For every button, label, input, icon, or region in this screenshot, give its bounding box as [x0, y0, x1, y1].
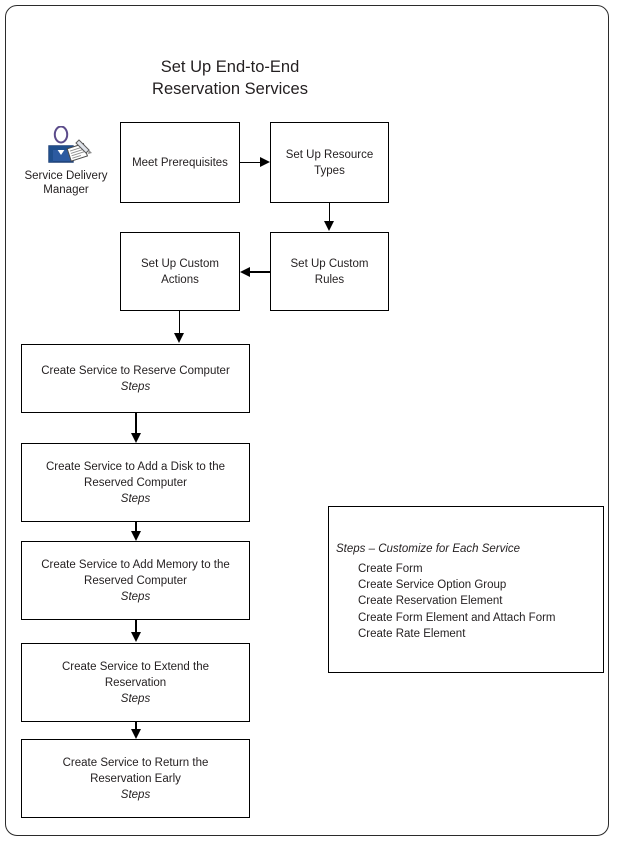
- node-meet-prerequisites[interactable]: Meet Prerequisites: [120, 122, 240, 203]
- legend-item: Create Rate Element: [358, 627, 466, 640]
- connector-s1-to-s2: [135, 413, 137, 435]
- node-create-service-add-disk[interactable]: Create Service to Add a Disk to the Rese…: [21, 443, 250, 522]
- node-label: Set Up Resource Types: [285, 148, 374, 177]
- node-steps-label: Steps: [120, 492, 151, 505]
- node-set-up-custom-rules[interactable]: Set Up Custom Rules: [270, 232, 389, 311]
- page-title: Set Up End-to-End Reservation Services: [152, 58, 308, 98]
- connector-resource-types-to-custom-rules: [328, 203, 331, 223]
- arrowhead-down: [324, 221, 334, 231]
- arrowhead-down: [130, 433, 141, 443]
- node-label: Set Up Custom Rules: [290, 257, 369, 286]
- node-create-service-reserve-computer[interactable]: Create Service to Reserve Computer Steps: [21, 344, 250, 413]
- legend-box: Steps – Customize for Each Service Creat…: [328, 506, 604, 673]
- role-service-delivery-manager: Service Delivery Manager: [14, 126, 118, 197]
- node-label: Meet Prerequisites: [132, 156, 228, 169]
- service-delivery-manager-icon: [48, 126, 92, 163]
- node-label: Create Service to Add a Disk to the Rese…: [46, 460, 225, 489]
- arrowhead-down: [130, 632, 141, 642]
- legend-item: Create Form: [358, 563, 423, 575]
- connector-custom-rules-to-custom-actions: [249, 271, 270, 273]
- node-label: Create Service to Return the Reservation…: [62, 756, 209, 785]
- arrowhead-down: [130, 729, 141, 739]
- arrowhead-right: [260, 157, 270, 167]
- legend-item: Create Reservation Element: [358, 595, 503, 608]
- node-steps-label: Steps: [120, 590, 151, 603]
- node-create-service-return-early[interactable]: Create Service to Return the Reservation…: [21, 739, 250, 818]
- connector-s2-to-s3: [135, 522, 137, 534]
- node-label: Create Service to Reserve Computer: [41, 364, 230, 377]
- legend-item: Create Service Option Group: [358, 579, 507, 592]
- node-steps-label: Steps: [120, 692, 151, 705]
- node-steps-label: Steps: [120, 380, 151, 393]
- role-label: Service Delivery Manager: [24, 170, 108, 196]
- node-steps-label: Steps: [120, 788, 151, 801]
- connector-prereq-to-resource-types: [240, 161, 262, 164]
- node-label: Set Up Custom Actions: [141, 257, 219, 286]
- node-set-up-custom-actions[interactable]: Set Up Custom Actions: [120, 232, 240, 311]
- connector-s4-to-s5: [135, 722, 137, 732]
- arrowhead-down: [174, 333, 184, 343]
- node-create-service-extend-reservation[interactable]: Create Service to Extend the Reservation…: [21, 643, 250, 722]
- node-create-service-add-memory[interactable]: Create Service to Add Memory to the Rese…: [21, 541, 250, 620]
- connector-custom-actions-to-reserve-computer: [178, 311, 181, 335]
- legend-title: Steps – Customize for Each Service: [336, 543, 521, 555]
- arrowhead-down: [130, 531, 141, 541]
- legend-item: Create Form Element and Attach Form: [358, 611, 556, 624]
- node-set-up-resource-types[interactable]: Set Up Resource Types: [270, 122, 389, 203]
- legend-list: Create Form Create Service Option Group …: [358, 561, 556, 642]
- connector-s3-to-s4: [135, 620, 137, 635]
- arrowhead-left: [240, 266, 250, 277]
- node-label: Create Service to Extend the Reservation: [61, 660, 210, 689]
- node-label: Create Service to Add Memory to the Rese…: [41, 558, 230, 587]
